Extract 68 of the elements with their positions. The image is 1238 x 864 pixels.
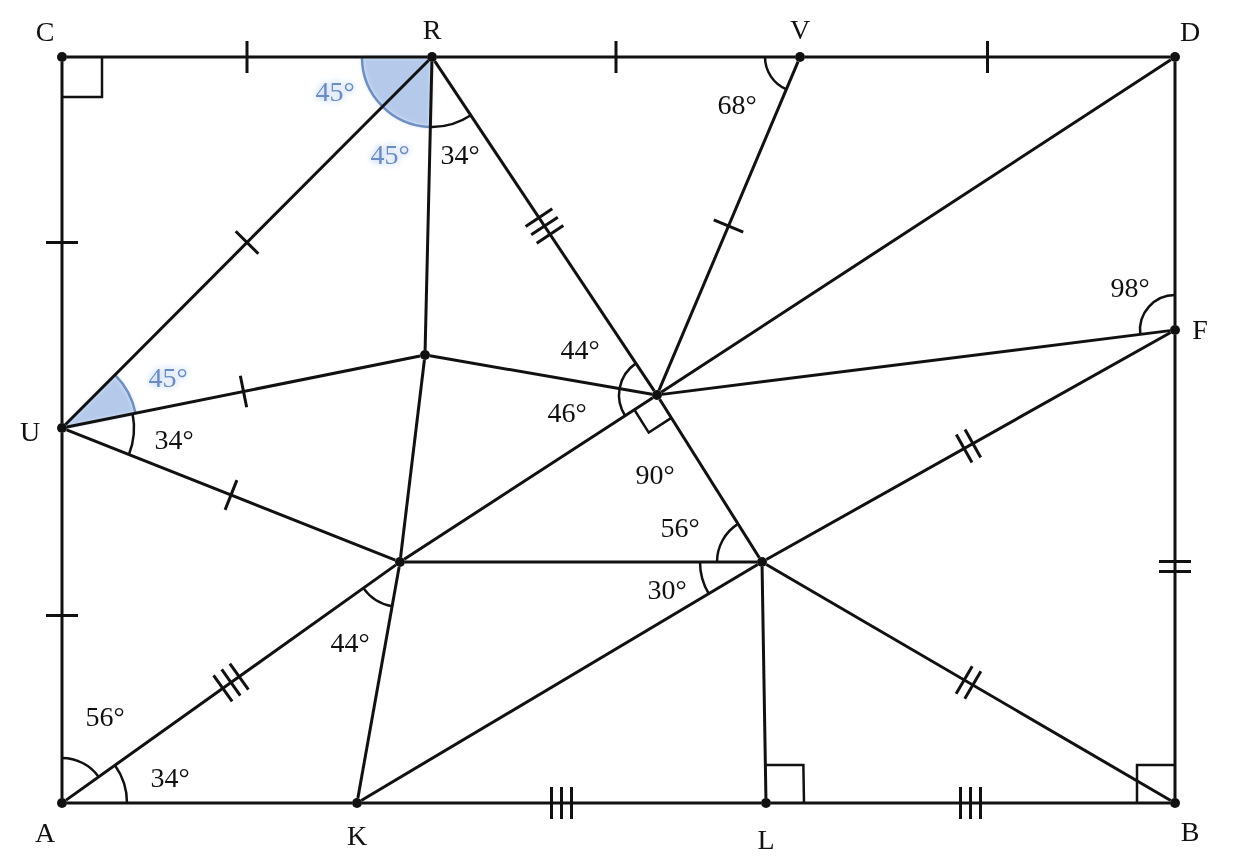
point-label: D — [1179, 18, 1201, 46]
point-dot — [427, 52, 437, 62]
point-dot — [57, 798, 67, 808]
point-dot — [1170, 52, 1180, 62]
line-segment — [67, 55, 427, 59]
angle-label: 44° — [330, 629, 370, 657]
point-label: R — [422, 16, 442, 44]
line-segment — [67, 801, 352, 805]
line-segment — [657, 61, 800, 391]
line-segment — [403, 396, 654, 561]
point-label: B — [1180, 818, 1200, 846]
angle-label: 90° — [635, 461, 675, 489]
angle-label: 56° — [85, 703, 125, 731]
point-label: A — [34, 819, 56, 847]
line-segment — [658, 398, 761, 559]
point-dot — [795, 52, 805, 62]
line-segment — [60, 433, 64, 798]
point-label: V — [789, 16, 811, 44]
line-segment — [362, 801, 761, 805]
line-segment — [1173, 62, 1177, 325]
line-segment — [423, 61, 434, 351]
angle-label: 45° — [315, 78, 355, 106]
line-segment — [760, 566, 768, 799]
angle-label: 45° — [148, 364, 188, 392]
point-dot — [1170, 325, 1180, 335]
point-label: F — [1192, 316, 1208, 344]
angle-label: 30° — [647, 576, 687, 604]
point-dot — [57, 52, 67, 62]
line-segment — [405, 560, 757, 564]
line-segment — [399, 359, 426, 558]
angle-label: 34° — [150, 764, 190, 792]
line-segment — [1173, 335, 1177, 798]
point-label: K — [346, 822, 368, 850]
point-dot — [757, 557, 767, 567]
point-dot — [420, 350, 430, 360]
point-dot — [652, 390, 662, 400]
point-dot — [395, 557, 405, 567]
point-dot — [1170, 798, 1180, 808]
line-segment — [660, 58, 1172, 394]
point-dot — [352, 798, 362, 808]
point-dot — [57, 423, 67, 433]
angle-label: 68° — [717, 91, 757, 119]
angle-label: 46° — [547, 399, 587, 427]
point-dot — [761, 798, 771, 808]
angle-label: 44° — [560, 336, 600, 364]
angle-label: 34° — [154, 426, 194, 454]
line-segment — [65, 563, 397, 802]
angle-label: 98° — [1110, 274, 1150, 302]
line-segment — [66, 428, 396, 562]
angle-label: 45° — [370, 141, 410, 169]
line-segment — [64, 59, 430, 426]
line-segment — [356, 566, 401, 799]
line-segment — [437, 55, 795, 59]
line-segment — [805, 55, 1170, 59]
line-segment — [360, 563, 759, 802]
point-label: U — [19, 418, 41, 446]
line-segment — [66, 354, 421, 429]
angle-label: 56° — [660, 514, 700, 542]
line-segment — [771, 801, 1170, 805]
line-segment — [433, 60, 656, 392]
angle-label: 34° — [440, 141, 480, 169]
line-segment — [765, 563, 1172, 802]
line-segment — [60, 62, 64, 423]
point-label: L — [757, 826, 775, 854]
line-segment — [765, 331, 1172, 561]
line-segment — [661, 329, 1171, 396]
point-label: C — [35, 18, 55, 46]
line-segment — [429, 354, 653, 396]
